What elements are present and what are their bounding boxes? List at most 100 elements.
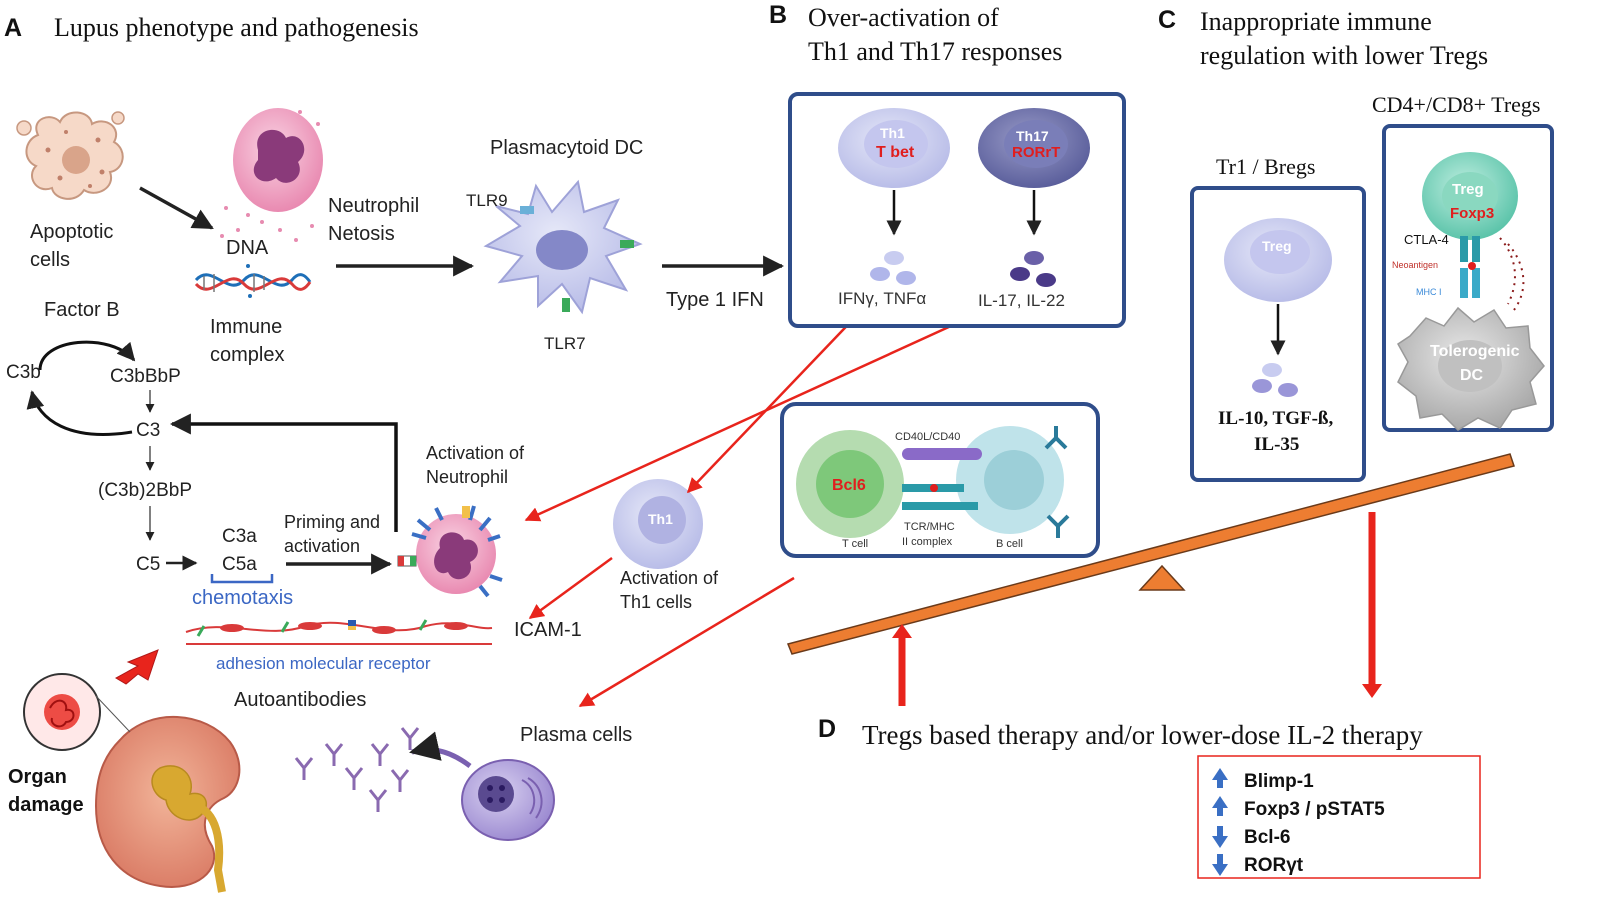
activation-neutrophil-label-1: Activation of xyxy=(426,443,525,463)
arrow-plasma-to-antibodies xyxy=(409,731,472,769)
cd4-treg-text: Treg xyxy=(1452,181,1484,198)
organ-damage-label-2: damage xyxy=(8,794,84,816)
chemotaxis-label: chemotaxis xyxy=(192,587,293,609)
panel-b-letter: B xyxy=(769,1,787,29)
organ-damage-label-1: Organ xyxy=(8,766,67,788)
factor-b-label: Factor B xyxy=(44,299,120,321)
immune-complex-label-2: complex xyxy=(210,344,284,366)
panel-b-title-line1: Over-activation of xyxy=(808,3,999,32)
ctla4-text: CTLA-4 xyxy=(1404,232,1449,247)
up-arrow-icon xyxy=(1212,796,1228,816)
adhesion-label: adhesion molecular receptor xyxy=(216,654,431,673)
cd40-text: CD40L/CD40 xyxy=(895,431,960,443)
plasma-cell-illustration xyxy=(461,759,555,841)
c3b-label: C3b xyxy=(6,362,41,383)
arrow-apoptotic-to-netosis xyxy=(139,186,214,230)
immune-complex-label-1: Immune xyxy=(210,316,282,338)
markers-box xyxy=(1197,755,1481,879)
th1-cell-text: Th1 xyxy=(648,511,673,527)
netosis-neutrophil-illustration xyxy=(220,108,323,242)
panel-c-title-line2: regulation with lower Tregs xyxy=(1200,41,1488,70)
marker-label: Blimp-1 xyxy=(1244,771,1314,792)
apoptotic-cells-label-2: cells xyxy=(30,249,70,271)
damage-arrow-icon xyxy=(114,649,159,685)
dc-text: DC xyxy=(1460,367,1484,384)
pdc-label: Plasmacytoid DC xyxy=(490,137,643,159)
c5-label: C5 xyxy=(136,554,160,575)
panel-c-letter: C xyxy=(1158,6,1176,34)
arrow-th1-to-icam xyxy=(528,556,613,620)
panel-d-title: Tregs based therapy and/or lower-dose IL… xyxy=(862,720,1423,750)
panel-a-title: Lupus phenotype and pathogenesis xyxy=(54,13,419,42)
vessel-wall-illustration xyxy=(185,619,493,645)
marker-label: RORγt xyxy=(1244,855,1304,876)
c3b2bbp-label: (C3b)2BbP xyxy=(98,480,192,501)
tr1-cytokines-icons xyxy=(1252,363,1298,397)
cd4-treg-illustration xyxy=(1422,152,1525,311)
priming-label-1: Priming and xyxy=(284,512,380,532)
priming-label-2: activation xyxy=(284,536,360,556)
tcell-text: T cell xyxy=(842,538,868,550)
arrow-tb-to-plasma xyxy=(578,576,795,708)
activation-neutrophil-label-2: Neutrophil xyxy=(426,467,508,487)
cd4-cd8-heading: CD4+/CD8+ Tregs xyxy=(1372,92,1540,117)
chemotaxis-bracket xyxy=(210,574,274,584)
panel-c-title-line1: Inappropriate immune xyxy=(1200,7,1432,36)
tbet-text: T bet xyxy=(876,144,915,161)
tcr-mhc-text-1: TCR/MHC xyxy=(904,521,955,533)
autoantibodies-label: Autoantibodies xyxy=(234,689,366,711)
c5a-label: C5a xyxy=(222,554,257,575)
neutrophil-netosis-label-1: Neutrophil xyxy=(328,195,419,217)
marker-row: Bcl-6 xyxy=(1212,826,1290,848)
th17-cytokines-icons xyxy=(1010,251,1056,287)
th17-cell-illustration xyxy=(978,108,1090,188)
dna-helix-icon xyxy=(194,264,312,298)
c3-label: C3 xyxy=(136,420,160,441)
th1-b-text: Th1 xyxy=(880,125,905,141)
arrow-up-head-icon xyxy=(892,624,912,638)
marker-label: Foxp3 / pSTAT5 xyxy=(1244,799,1385,820)
arrow-factor-b xyxy=(38,340,136,371)
arrow-ifng-to-th1 xyxy=(686,309,863,494)
panel-d-letter: D xyxy=(818,715,836,743)
neoantigen-text: Neoantigen xyxy=(1392,260,1438,270)
activation-th1-label-2: Th1 cells xyxy=(620,592,692,612)
ifng-tnfa-text: IFNγ, TNFα xyxy=(838,289,926,308)
th1-cell-illustration xyxy=(613,479,703,569)
panel-b-title-line2: Th1 and Th17 responses xyxy=(808,37,1062,66)
marker-row: Foxp3 / pSTAT5 xyxy=(1212,796,1385,820)
th1-cytokines-icons xyxy=(870,251,916,285)
seesaw-fulcrum xyxy=(1138,564,1186,591)
arrow-neutrophil-to-c3 xyxy=(169,413,398,532)
bcl6-text: Bcl6 xyxy=(832,477,866,494)
rorrt-text: RORrT xyxy=(1012,144,1060,161)
down-arrow-icon xyxy=(1212,826,1228,848)
tolerogenic-text: Tolerogenic xyxy=(1430,343,1520,360)
antibodies-icons xyxy=(294,727,420,812)
icam-label: ICAM-1 xyxy=(514,619,582,641)
panel-a-letter: A xyxy=(4,14,22,42)
marker-row: RORγt xyxy=(1212,854,1304,876)
th17-text: Th17 xyxy=(1016,128,1049,144)
il17-il22-text: IL-17, IL-22 xyxy=(978,291,1065,310)
arrow-c3-to-c3b xyxy=(26,390,133,436)
plasmacytoid-dc-illustration xyxy=(483,179,643,315)
marker-row: Blimp-1 xyxy=(1212,768,1314,792)
c3a-label: C3a xyxy=(222,526,257,547)
tcell-bcell-illustration xyxy=(796,426,1070,538)
bcell-text: B cell xyxy=(996,538,1023,550)
kidney-illustration xyxy=(23,673,241,893)
neutrophil-netosis-label-2: Netosis xyxy=(328,223,395,245)
arrow-down-head-icon xyxy=(1362,684,1382,698)
activated-neutrophil-illustration xyxy=(397,505,503,598)
c3bbbp-label: C3bBbP xyxy=(110,366,181,387)
tr1-bregs-heading: Tr1 / Bregs xyxy=(1216,154,1315,179)
apoptotic-cells-label-1: Apoptotic xyxy=(30,221,113,243)
tlr7-label: TLR7 xyxy=(544,334,586,353)
down-arrow-icon xyxy=(1212,854,1228,876)
foxp3-text: Foxp3 xyxy=(1450,205,1494,222)
dna-label: DNA xyxy=(226,237,269,259)
